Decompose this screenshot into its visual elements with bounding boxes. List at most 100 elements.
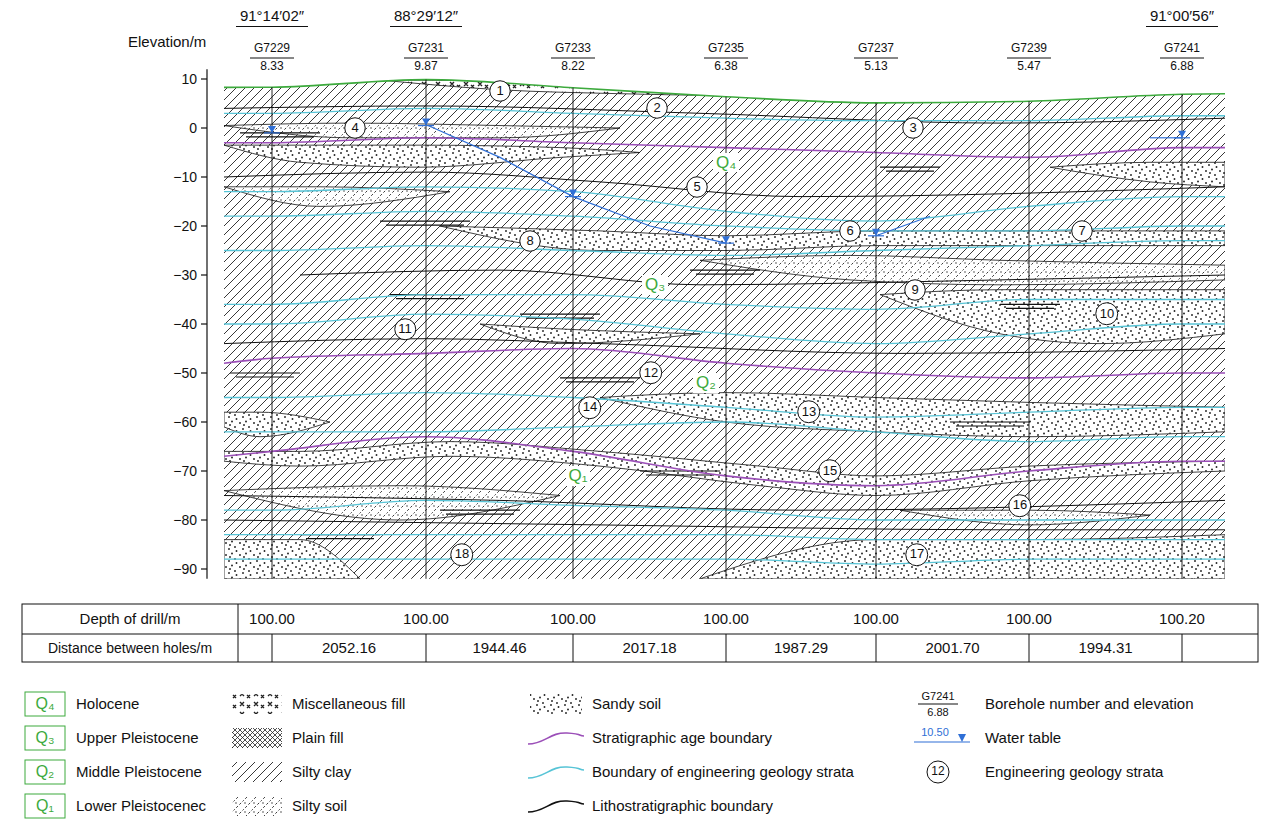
borehole-elevation: 9.87: [414, 60, 437, 74]
strata-number-circle: 6: [839, 220, 861, 242]
strata-group: [224, 80, 1225, 579]
fraction-line: [551, 58, 595, 59]
age-label: Q₂: [693, 373, 719, 393]
circle-outline: [640, 362, 662, 384]
tick-label: −70: [173, 463, 197, 479]
borehole-number: G7231: [408, 42, 444, 56]
legend-pattern-swatch: [232, 694, 282, 714]
table-header: Distance between holes/m: [48, 640, 212, 656]
tick-label: −90: [173, 561, 197, 577]
age-label: Q₃: [642, 275, 668, 295]
strata-number: 4: [351, 121, 358, 135]
tick-label: −80: [173, 512, 197, 528]
water-table-symbol: [422, 119, 430, 126]
strata-number-circle: 18: [450, 543, 473, 566]
table-rule: [726, 634, 727, 662]
table-cell: 2001.70: [925, 639, 979, 656]
legend-pattern-swatch: [232, 728, 282, 748]
legend-age-box: [25, 794, 65, 818]
borehole-elevation: 8.22: [561, 60, 584, 74]
circle-outline: [906, 543, 928, 565]
legend-pattern-swatch: [530, 694, 582, 714]
coordinate-label: 91°00′56″: [1146, 7, 1218, 26]
water-table-symbol: [1178, 131, 1186, 138]
layer-mark: [880, 167, 940, 171]
borehole-number: G7237: [858, 42, 894, 56]
fraction-line: [404, 58, 448, 59]
borehole-line: [573, 88, 574, 579]
legend-line-swatch: [528, 801, 584, 812]
circle-outline: [451, 543, 473, 565]
table-rule: [272, 634, 273, 662]
layer-mark: [440, 510, 520, 514]
borehole-number: G7233: [555, 42, 591, 56]
strata-number-circle: 4: [344, 117, 366, 139]
table-rule: [1029, 634, 1030, 662]
strata-number: 18: [455, 547, 469, 561]
water-table-line: [876, 216, 930, 236]
lithostratigraphic-boundary: [300, 270, 1225, 285]
engineering-strata-boundary: [224, 187, 1225, 221]
layer-mark: [690, 270, 760, 274]
sandy-soil-lens: [1050, 162, 1225, 187]
fraction-line: [250, 58, 294, 59]
legend-text: Boundary of engineering geology strata: [592, 763, 854, 780]
layer-mark: [950, 422, 1030, 426]
legend-line-swatch: [528, 767, 584, 778]
age-boundary: [224, 349, 1225, 378]
strata-number-circle: 1: [489, 80, 511, 102]
legend-text: Silty clay: [292, 763, 351, 780]
tick-label: 10: [181, 71, 197, 87]
axis-tick: [201, 519, 207, 520]
engineering-strata-boundary: [224, 241, 1225, 256]
axis-title: Elevation/m: [128, 33, 206, 50]
strata-number-circle: 10: [1095, 302, 1118, 325]
engineering-strata-boundary: [224, 500, 1225, 520]
strata-number: 7: [1078, 224, 1085, 238]
legend-text: Sandy soil: [592, 695, 661, 712]
strata-number: 13: [802, 405, 816, 419]
table-cell: 1944.46: [472, 639, 526, 656]
legend-text: Middle Pleistocene: [76, 763, 202, 780]
coordinate-label: 88°29′12″: [390, 7, 462, 26]
legend-pattern-swatch: [232, 762, 282, 782]
lithostratigraphic-boundary: [224, 520, 1225, 530]
age-label: Q₁: [566, 466, 591, 486]
fraction-line: [1160, 58, 1204, 59]
water-table-line: [428, 126, 726, 244]
tick-label: −50: [173, 365, 197, 381]
legend-pattern-swatch: [232, 796, 282, 816]
strata-number-circle: 3: [902, 117, 924, 139]
strata-number: 1: [496, 84, 503, 98]
strata-number-circle: 7: [1071, 220, 1093, 242]
water-table-symbol: [569, 190, 577, 197]
circle-outline: [579, 396, 601, 418]
fraction-line: [1007, 58, 1051, 59]
table-cell: 100.00: [550, 610, 596, 627]
axis-tick: [201, 372, 207, 373]
table-cell: 100.20: [1159, 610, 1205, 627]
circle-outline: [905, 279, 926, 300]
legend-water-line: [914, 741, 970, 742]
fraction-line: [854, 58, 898, 59]
circle-outline: [520, 230, 541, 251]
sandy-soil-lens: [224, 442, 1225, 496]
engineering-strata-boundary: [224, 295, 1225, 310]
strata-number: 2: [653, 101, 660, 115]
legend-age-box: [25, 726, 65, 750]
circle-outline: [395, 318, 416, 339]
legend-age-code: Q₄: [36, 695, 55, 713]
lithostratigraphic-boundary: [224, 172, 1225, 197]
layer-mark: [1000, 304, 1060, 308]
age-label: Q₄: [713, 153, 739, 173]
table-cell: 2017.18: [622, 639, 676, 656]
table-rule: [573, 634, 574, 662]
strata-number: 12: [644, 366, 658, 380]
legend-line-swatch: [528, 733, 584, 744]
strata-number: 5: [693, 180, 700, 194]
lithostratigraphic-boundary: [224, 106, 1225, 123]
legend-age-box: [25, 692, 65, 716]
legend-text: Silty soil: [292, 797, 347, 814]
ground-line: [224, 80, 1225, 103]
legend-sample-text: 10.50: [921, 726, 949, 739]
